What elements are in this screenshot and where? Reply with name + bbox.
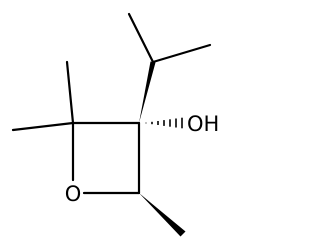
hashed-bond-c3-oh [145,117,183,129]
isopropyl-bond-upper [127,12,155,64]
wedge-bond-c3-isopropyl [139,61,156,123]
structure-diagram: O OH [11,12,220,237]
wedge-bond-c4-methyl [139,193,186,237]
methyl-bond-c2-left [11,121,75,132]
isopropyl-bond-right [151,43,212,64]
hydroxyl-label: OH [187,112,219,136]
ring-oxygen-label: O [65,182,82,206]
methyl-bond-c2-up [65,60,75,125]
